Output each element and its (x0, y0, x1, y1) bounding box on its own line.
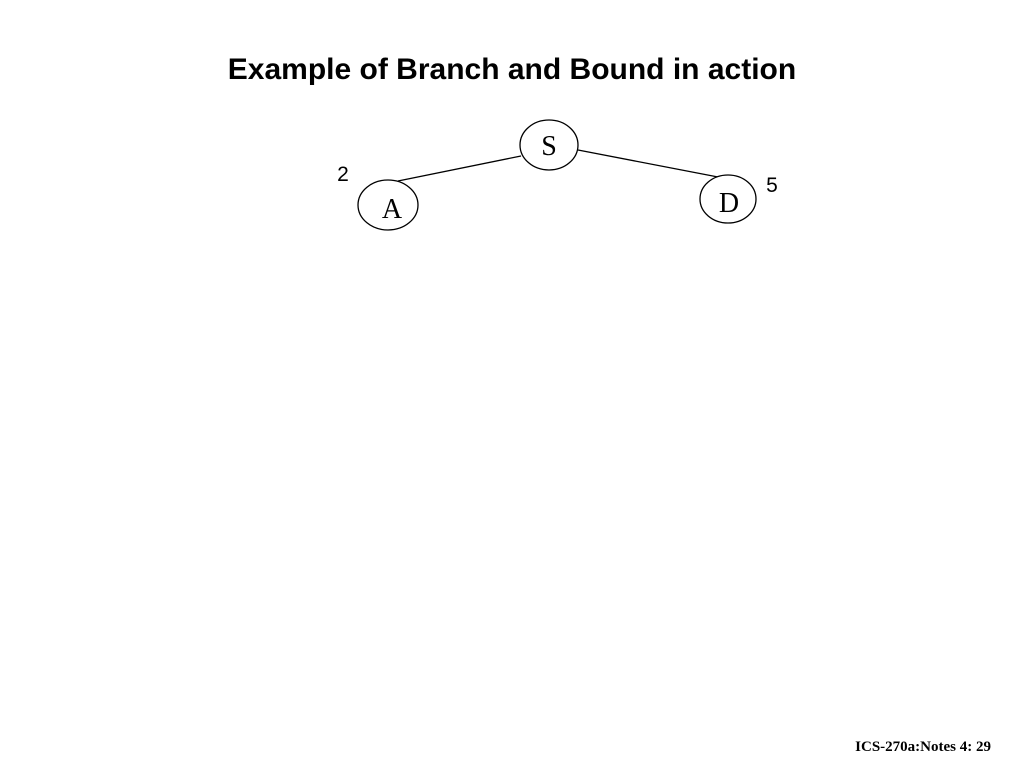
edge-cost-a: 2 (337, 163, 349, 186)
node-s-circle (519, 119, 579, 171)
edge-s-to-d (577, 149, 719, 178)
node-a-label: A (382, 194, 403, 225)
slide-title: Example of Branch and Bound in action (227, 53, 797, 86)
slide-footer: ICS-270a:Notes 4: 29 (855, 739, 991, 755)
node-d-label: D (719, 188, 739, 219)
node-s-label: S (541, 131, 557, 162)
edge-s-to-a (397, 155, 522, 182)
node-a-circle (357, 179, 419, 231)
node-s: S (519, 119, 579, 171)
edge-cost-d: 5 (766, 174, 778, 197)
node-d: D (699, 174, 757, 224)
node-a: A (357, 179, 419, 231)
node-d-circle (699, 174, 757, 224)
